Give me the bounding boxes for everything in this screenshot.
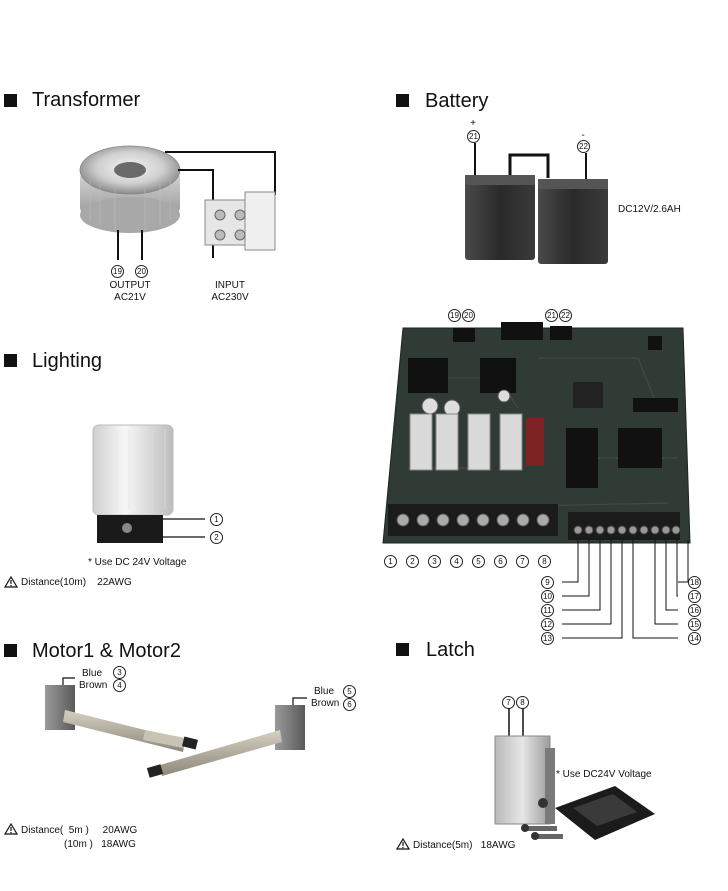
board-terminal-18: 18	[688, 576, 701, 589]
board-terminal-4: 4	[450, 555, 463, 568]
terminal-20-badge: 20	[135, 265, 148, 278]
board-terminal-8: 8	[538, 555, 551, 568]
board-terminal-13: 13	[541, 632, 554, 645]
bottom-terminal-block	[388, 504, 558, 536]
board-terminal-2: 2	[406, 555, 419, 568]
battery-illustration	[465, 143, 608, 264]
transformer-title: Transformer	[32, 89, 141, 111]
lighting-terminal-2: 2	[210, 531, 223, 544]
board-terminal-16: 16	[688, 604, 701, 617]
board-terminal-10: 10	[541, 590, 554, 603]
latch-title: Latch	[426, 639, 475, 661]
motor-terminal-6: 6	[343, 698, 356, 711]
relay-bank	[409, 413, 544, 471]
battery-minus-sign: -	[581, 130, 585, 141]
right-motor-wire-1: Blue	[314, 686, 335, 697]
lighting-distance: Distance(10m) 22AWG	[21, 577, 132, 588]
latch-illustration	[494, 708, 655, 840]
latch-key-icon	[521, 824, 563, 840]
black-square-icon	[4, 644, 17, 657]
warning-triangle-icon	[4, 576, 18, 588]
board-terminal-15: 15	[688, 618, 701, 631]
lighting-title: Lighting	[32, 350, 103, 372]
terminal-22-badge: 22	[577, 140, 590, 153]
warning-triangle-icon	[4, 823, 18, 835]
black-square-icon	[396, 643, 409, 656]
board-terminal-22: 22	[559, 309, 572, 322]
transformer-illustration	[79, 145, 276, 260]
motor-illustration	[45, 677, 307, 778]
terminal-21-badge: 21	[467, 130, 480, 143]
lighting-illustration	[92, 424, 205, 543]
board-terminal-17: 17	[688, 590, 701, 603]
input-value: AC230V	[211, 292, 249, 303]
board-terminal-9: 9	[541, 576, 554, 589]
output-value: AC21V	[114, 292, 146, 303]
battery-plus-sign: +	[470, 118, 476, 129]
right-motor-arm	[160, 730, 282, 776]
battery-spec: DC12V/2.6AH	[618, 204, 681, 215]
input-wire-1	[165, 151, 276, 195]
control-board	[382, 322, 691, 544]
motor-terminal-3: 3	[113, 666, 126, 679]
toroid-hole	[114, 162, 146, 178]
motor-terminal-4: 4	[113, 679, 126, 692]
left-motor-wire-1: Blue	[82, 668, 103, 679]
black-square-icon	[4, 94, 17, 107]
motor-title: Motor1 & Motor2	[32, 640, 181, 662]
motor-distance-5m: Distance( 5m ) 20AWG	[21, 825, 138, 836]
board-terminal-11: 11	[541, 604, 554, 617]
board-terminal-12: 12	[541, 618, 554, 631]
left-motor-arm	[63, 710, 185, 752]
battery-2	[538, 179, 608, 264]
latch-body	[494, 735, 551, 825]
black-square-icon	[4, 354, 17, 367]
motor-distance-10m: (10m ) 18AWG	[64, 839, 136, 850]
board-terminal-5: 5	[472, 555, 485, 568]
board-terminal-7: 7	[516, 555, 529, 568]
board-terminal-21: 21	[545, 309, 558, 322]
battery-title: Battery	[425, 90, 489, 112]
latch-note: * Use DC24V Voltage	[556, 769, 652, 780]
input-label: INPUT	[215, 280, 245, 291]
left-motor-wire-2: Brown	[79, 680, 108, 691]
board-terminal-6: 6	[494, 555, 507, 568]
battery-1	[465, 175, 535, 260]
board-terminal-1: 1	[384, 555, 397, 568]
lighting-terminal-1: 1	[210, 513, 223, 526]
board-terminal-3: 3	[428, 555, 441, 568]
latch-distance: Distance(5m) 18AWG	[413, 840, 516, 851]
right-motor-wire-2: Brown	[311, 698, 340, 709]
black-square-icon	[396, 94, 409, 107]
terminal-19-badge: 19	[111, 265, 124, 278]
motor-terminal-5: 5	[343, 685, 356, 698]
board-terminal-19: 19	[448, 309, 461, 322]
right-terminal-leaders	[562, 540, 689, 639]
lighting-note: * Use DC 24V Voltage	[88, 557, 187, 568]
board-terminal-20: 20	[462, 309, 475, 322]
board-terminal-14: 14	[688, 632, 701, 645]
right-motor-housing	[275, 705, 305, 750]
warning-triangle-icon	[396, 838, 410, 850]
battery-link-wire	[508, 153, 550, 178]
output-label: OUTPUT	[109, 280, 151, 291]
